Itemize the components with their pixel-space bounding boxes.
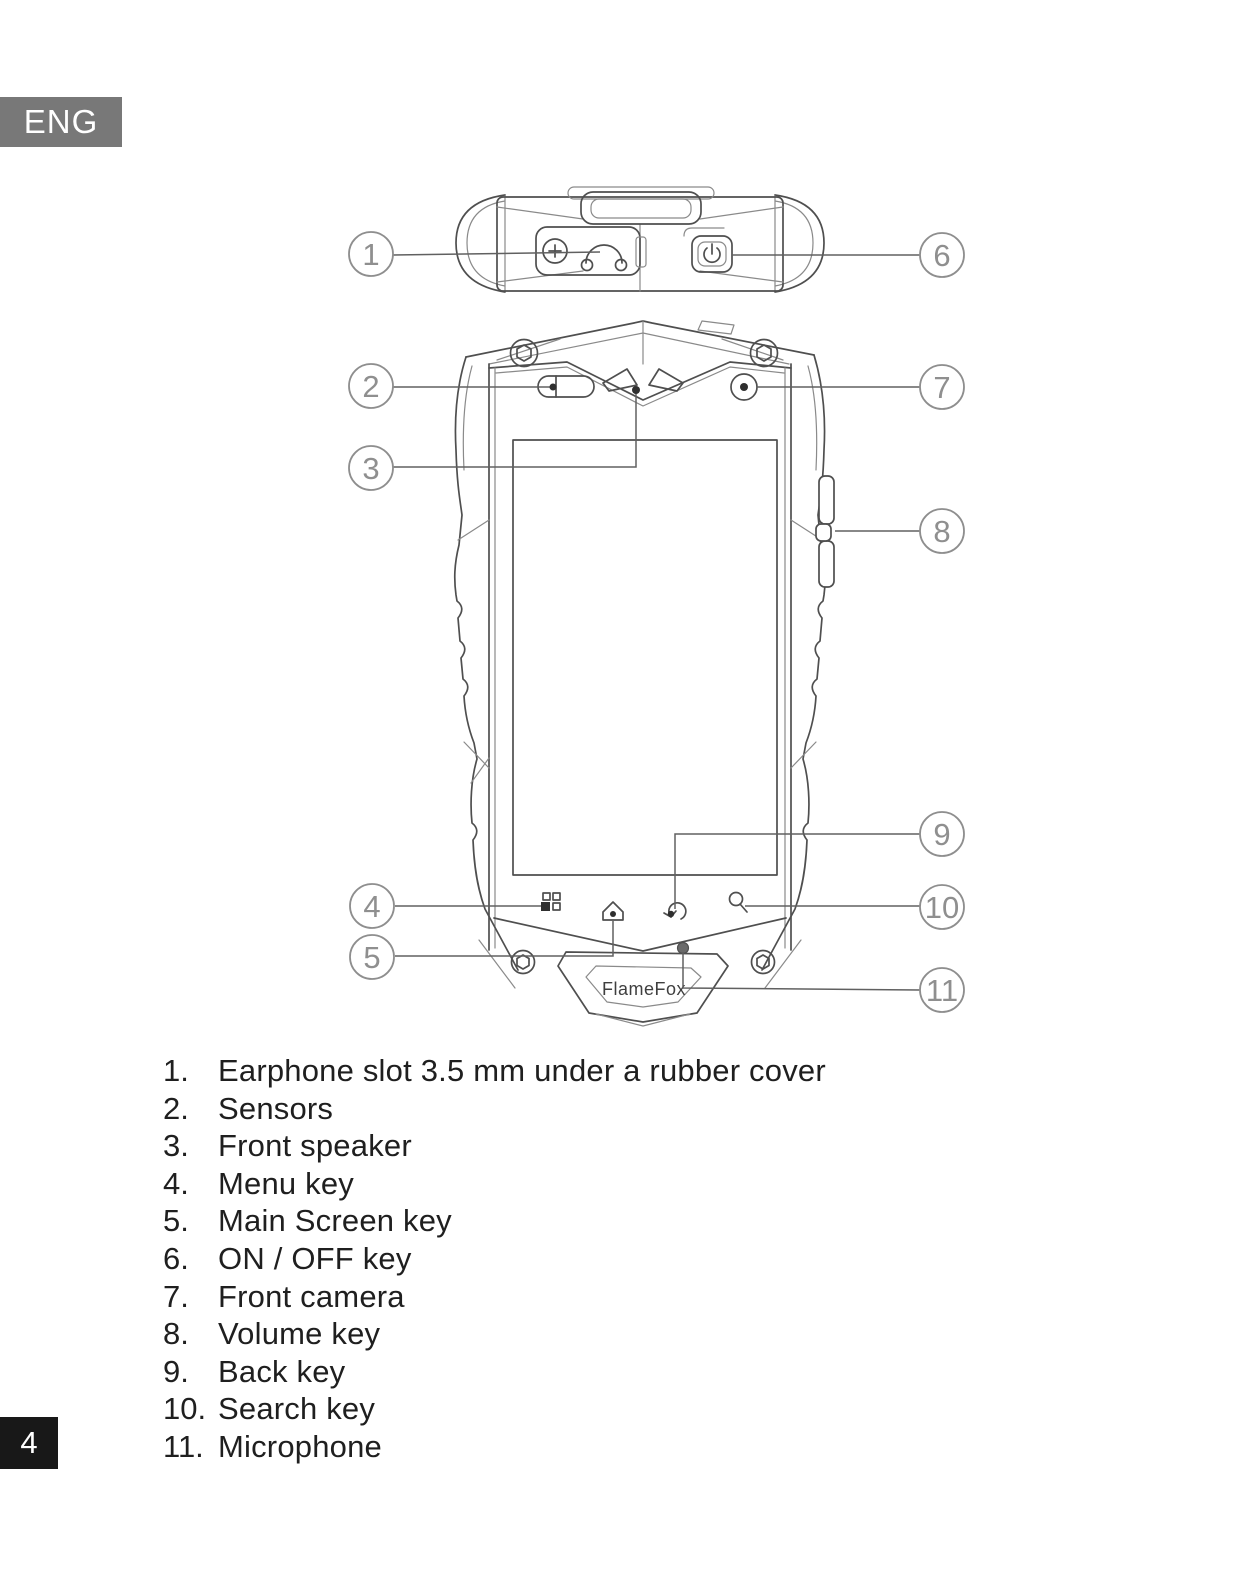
callout-1: 1 [348, 231, 394, 277]
legend-item: 3. Front speaker [163, 1127, 923, 1165]
callout-9: 9 [919, 811, 965, 857]
phone-top-view [455, 186, 825, 293]
microphone-dot [676, 941, 690, 955]
legend-item-number: 8. [163, 1316, 189, 1352]
top-latch [567, 186, 715, 225]
language-badge: ENG [0, 97, 122, 147]
legend-item: 1. Earphone slot 3.5 mm under a rubber c… [163, 1052, 923, 1090]
screw-icon [509, 338, 539, 368]
screw-icon [749, 338, 779, 368]
headphone-icon [580, 244, 628, 272]
callout-11: 11 [919, 967, 965, 1013]
callout-7: 7 [919, 364, 965, 410]
callout-5: 5 [349, 934, 395, 980]
legend-item-text: ON / OFF key [218, 1240, 412, 1276]
right-side-bumper [761, 354, 827, 989]
legend-item-text: Volume key [218, 1316, 381, 1352]
screw-icon [542, 238, 568, 264]
legend-list: 1. Earphone slot 3.5 mm under a rubber c… [163, 1052, 923, 1466]
callout-6: 6 [919, 232, 965, 278]
power-icon [703, 243, 721, 264]
legend-item-text: Microphone [218, 1428, 382, 1464]
legend-item-number: 6. [163, 1240, 189, 1276]
svg-text:9: 9 [933, 817, 950, 852]
svg-text:1: 1 [362, 237, 379, 272]
left-bumper-cap [455, 194, 506, 293]
legend-item: 8. Volume key [163, 1315, 923, 1353]
legend-item-text: Search key [218, 1391, 376, 1427]
legend-item-text: Main Screen key [218, 1203, 452, 1239]
legend-item-text: Sensors [218, 1090, 334, 1126]
legend-item: 11. Microphone [163, 1428, 923, 1466]
callout-10: 10 [919, 884, 965, 930]
left-side-bumper [453, 356, 519, 989]
callout-4: 4 [349, 883, 395, 929]
legend-item-text: Front speaker [218, 1128, 412, 1164]
svg-text:8: 8 [933, 514, 950, 549]
earphone-cover [535, 226, 647, 276]
legend-item: 2. Sensors [163, 1090, 923, 1128]
speaker-grille [602, 368, 684, 392]
legend-item-number: 1. [163, 1053, 189, 1088]
screen [512, 439, 778, 876]
svg-text:2: 2 [362, 369, 379, 404]
legend-item: 9. Back key [163, 1353, 923, 1391]
volume-key [815, 475, 835, 588]
svg-text:4: 4 [363, 889, 380, 924]
legend-item-text: Front camera [218, 1278, 405, 1314]
legend-item-number: 4. [163, 1165, 189, 1201]
legend-item-number: 9. [163, 1353, 189, 1389]
svg-text:7: 7 [933, 370, 950, 405]
legend-item-number: 5. [163, 1203, 189, 1239]
callout-leaders [392, 251, 921, 991]
legend-item-number: 7. [163, 1278, 189, 1314]
legend-item-number: 11. [163, 1428, 204, 1464]
screw-icon [750, 949, 776, 975]
search-icon [728, 891, 748, 913]
top-tab [697, 320, 735, 335]
power-button [683, 227, 733, 273]
legend-item: 6. ON / OFF key [163, 1240, 923, 1278]
legend-item-number: 10. [163, 1391, 207, 1427]
legend-item-text: Earphone slot 3.5 mm under a rubber cove… [218, 1053, 826, 1088]
screw-icon [510, 949, 536, 975]
legend-item-number: 3. [163, 1128, 189, 1164]
menu-icon [541, 892, 561, 911]
home-icon [602, 901, 624, 921]
legend-item-text: Back key [218, 1353, 346, 1389]
callout-2: 2 [348, 363, 394, 409]
svg-text:5: 5 [363, 940, 380, 975]
svg-text:3: 3 [362, 451, 379, 486]
svg-text:6: 6 [933, 238, 950, 273]
legend-item: 7. Front camera [163, 1278, 923, 1316]
legend-item: 4. Menu key [163, 1165, 923, 1203]
phone-front-view: FlameFox [453, 320, 835, 1027]
legend-item: 10. Search key [163, 1390, 923, 1428]
back-icon [663, 902, 687, 920]
legend-item: 5. Main Screen key [163, 1202, 923, 1240]
front-camera-icon [730, 373, 758, 401]
page-number-badge: 4 [0, 1417, 58, 1469]
svg-text:10: 10 [925, 890, 959, 925]
front-v-plate [488, 361, 792, 401]
chin-plate: FlameFox [557, 951, 729, 1027]
right-bumper-cap [774, 194, 825, 293]
callout-3: 3 [348, 445, 394, 491]
callout-8: 8 [919, 508, 965, 554]
legend-item-number: 2. [163, 1090, 189, 1126]
legend-item-text: Menu key [218, 1165, 354, 1201]
brand-text: FlameFox [602, 979, 686, 999]
svg-text:11: 11 [926, 973, 958, 1008]
